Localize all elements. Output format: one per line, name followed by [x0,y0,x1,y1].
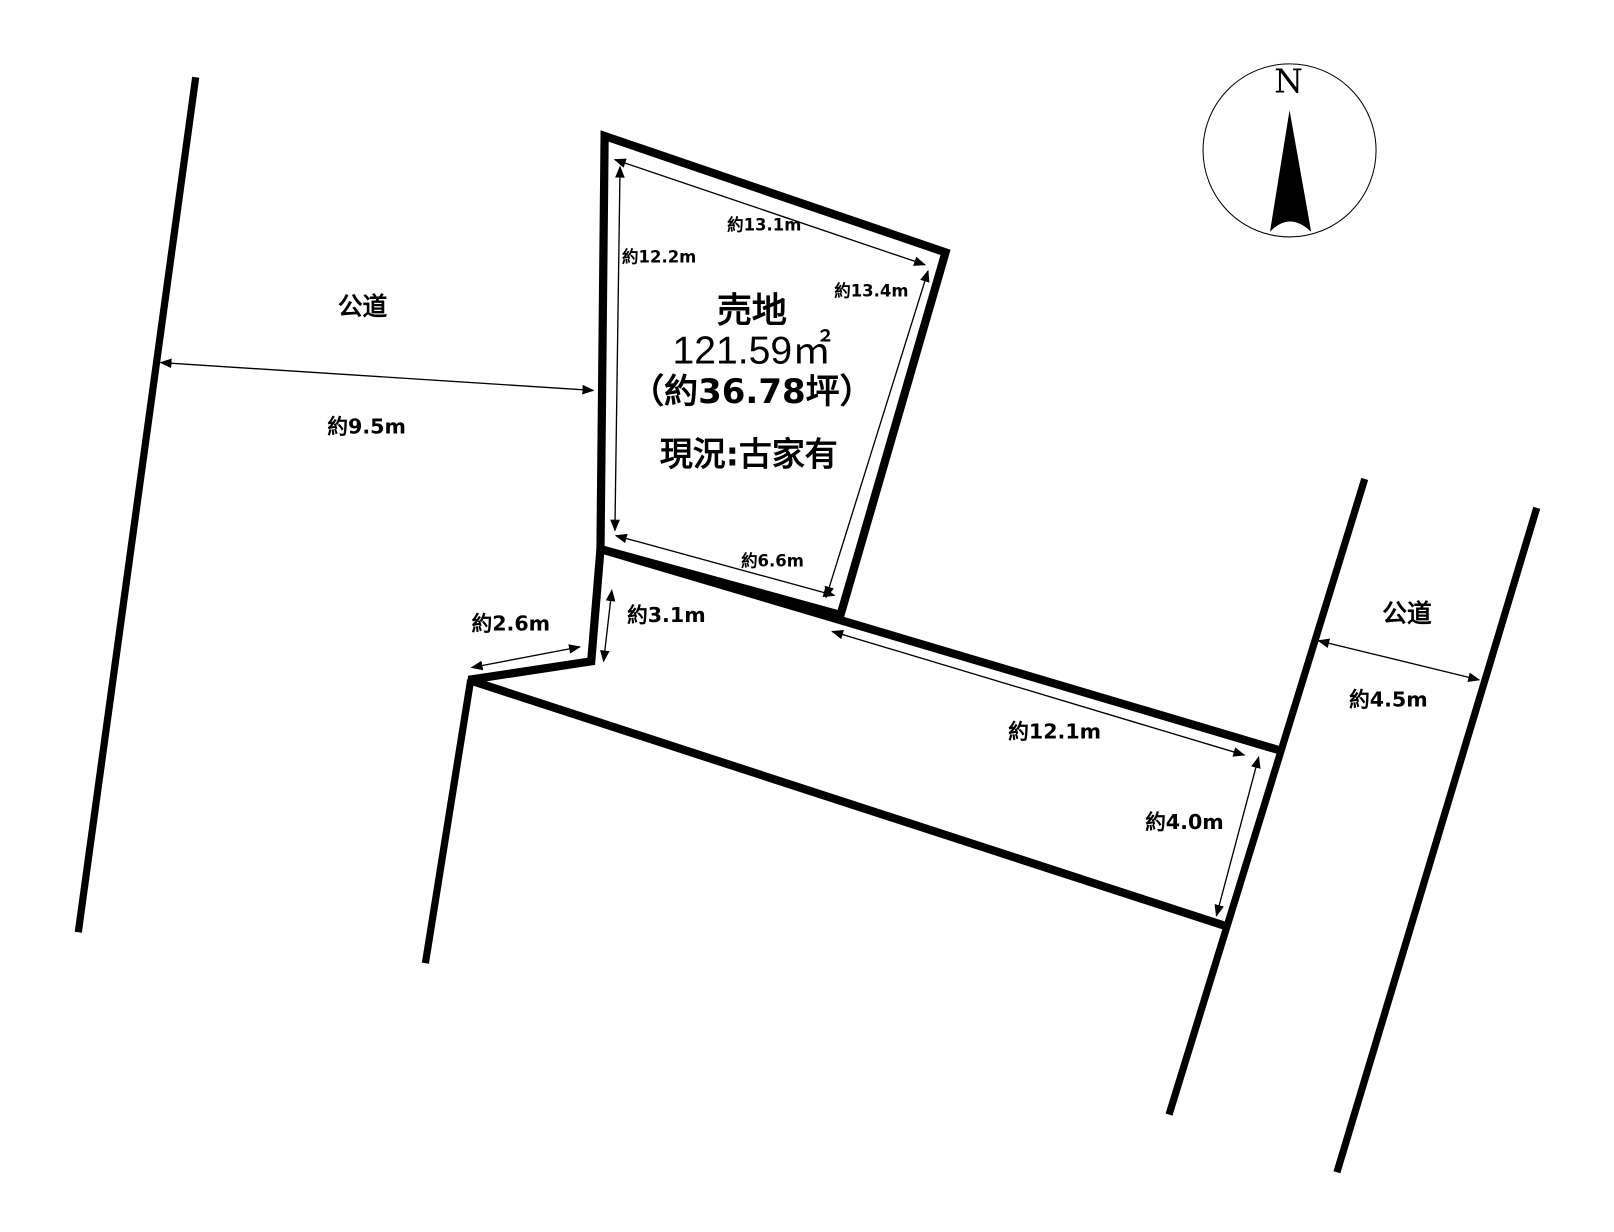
dim-west-road-line [159,358,595,395]
east-road-label: 公道 [1382,599,1432,628]
dim-passage-width-right-label: 約4.0m [1145,810,1224,834]
dim-east-road-label: 約4.5m [1349,688,1428,712]
dim-top-line [613,158,927,266]
plot-title: 売地 [717,290,787,331]
dim-left-line [610,165,625,532]
east-road-outer-line [1333,506,1541,1174]
plot-area-sqm: 121.59㎡ [673,330,832,373]
dim-right-label: 約13.4m [834,282,908,301]
dim-passage-width-right-line [1214,755,1261,917]
west-road-label: 公道 [338,292,388,321]
north-arrow-icon [1269,110,1312,232]
compass-north-label: N [1274,62,1303,101]
dim-passage-width-left-label: 約2.6m [472,611,551,635]
dim-bottom-label: 約6.6m [741,552,804,571]
north-compass: N [1202,62,1377,238]
dim-passage-width-left-line [470,644,582,671]
dim-bottom-line [614,533,836,598]
access-passage-boundary [467,548,1231,932]
dim-left-label: 約12.2m [622,248,696,267]
dim-passage-length-label: 約12.1m [1008,720,1101,744]
dim-right-line [824,269,930,599]
dim-east-road-line [1317,638,1481,682]
dim-passage-height-label: 約3.1m [627,603,706,627]
dim-west-road-label: 約9.5m [327,415,406,439]
east-road-inner-line [1165,477,1369,1116]
plot-area-tsubo: （約36.78坪） [630,372,873,412]
west-road-line [74,76,200,933]
plot-status: 現況:古家有 [660,435,838,474]
access-passage-top-line [599,545,1280,754]
lower-left-boundary-line [421,679,475,964]
dim-passage-height-line [600,589,616,663]
dim-top-label: 約13.1m [727,216,801,235]
dim-passage-length-line [831,629,1246,757]
